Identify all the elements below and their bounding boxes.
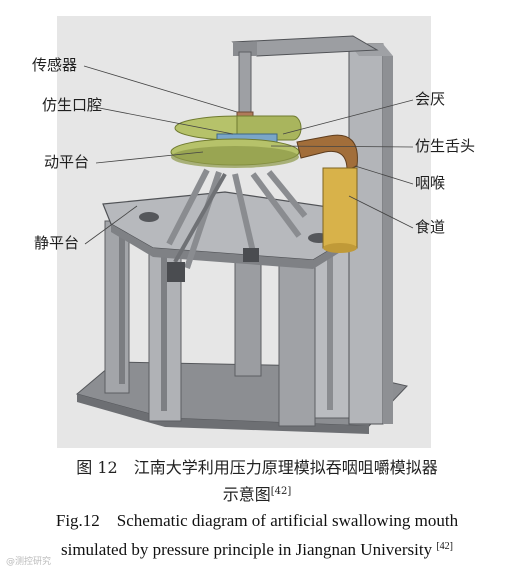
caption-en-line1: Fig.12 Schematic diagram of artificial s… (55, 511, 459, 530)
caption-en-text2: simulated by pressure principle in Jiang… (60, 540, 433, 559)
label-pharynx: 咽喉 (415, 174, 446, 192)
label-sensor: 传感器 (32, 56, 78, 74)
simulator-figure (57, 16, 431, 448)
caption-cn-ref: [42] (270, 486, 292, 497)
caption-en-ref: [42] (436, 541, 453, 552)
caption-cn-text2: 示意图 (222, 485, 271, 504)
simulator-illustration (75, 35, 414, 434)
caption-cn-text1: 图 12 江南大学利用压力原理模拟吞咽咀嚼模拟器 (76, 458, 438, 477)
caption-en-line2: simulated by pressure principle in Jiang… (0, 535, 514, 562)
label-bionic-mouth: 仿生口腔 (42, 96, 103, 114)
caption-cn-line2: 示意图[42] (0, 481, 514, 506)
watermark: @测控研究 (6, 557, 52, 567)
label-bionic-tongue: 仿生舌头 (415, 137, 476, 155)
label-epiglottis: 会厌 (415, 90, 446, 108)
label-static-platform: 静平台 (34, 234, 80, 252)
caption-cn-line1: 图 12 江南大学利用压力原理模拟吞咽咀嚼模拟器 (0, 457, 514, 479)
label-esophagus: 食道 (415, 218, 446, 236)
label-moving-platform: 动平台 (44, 153, 90, 171)
